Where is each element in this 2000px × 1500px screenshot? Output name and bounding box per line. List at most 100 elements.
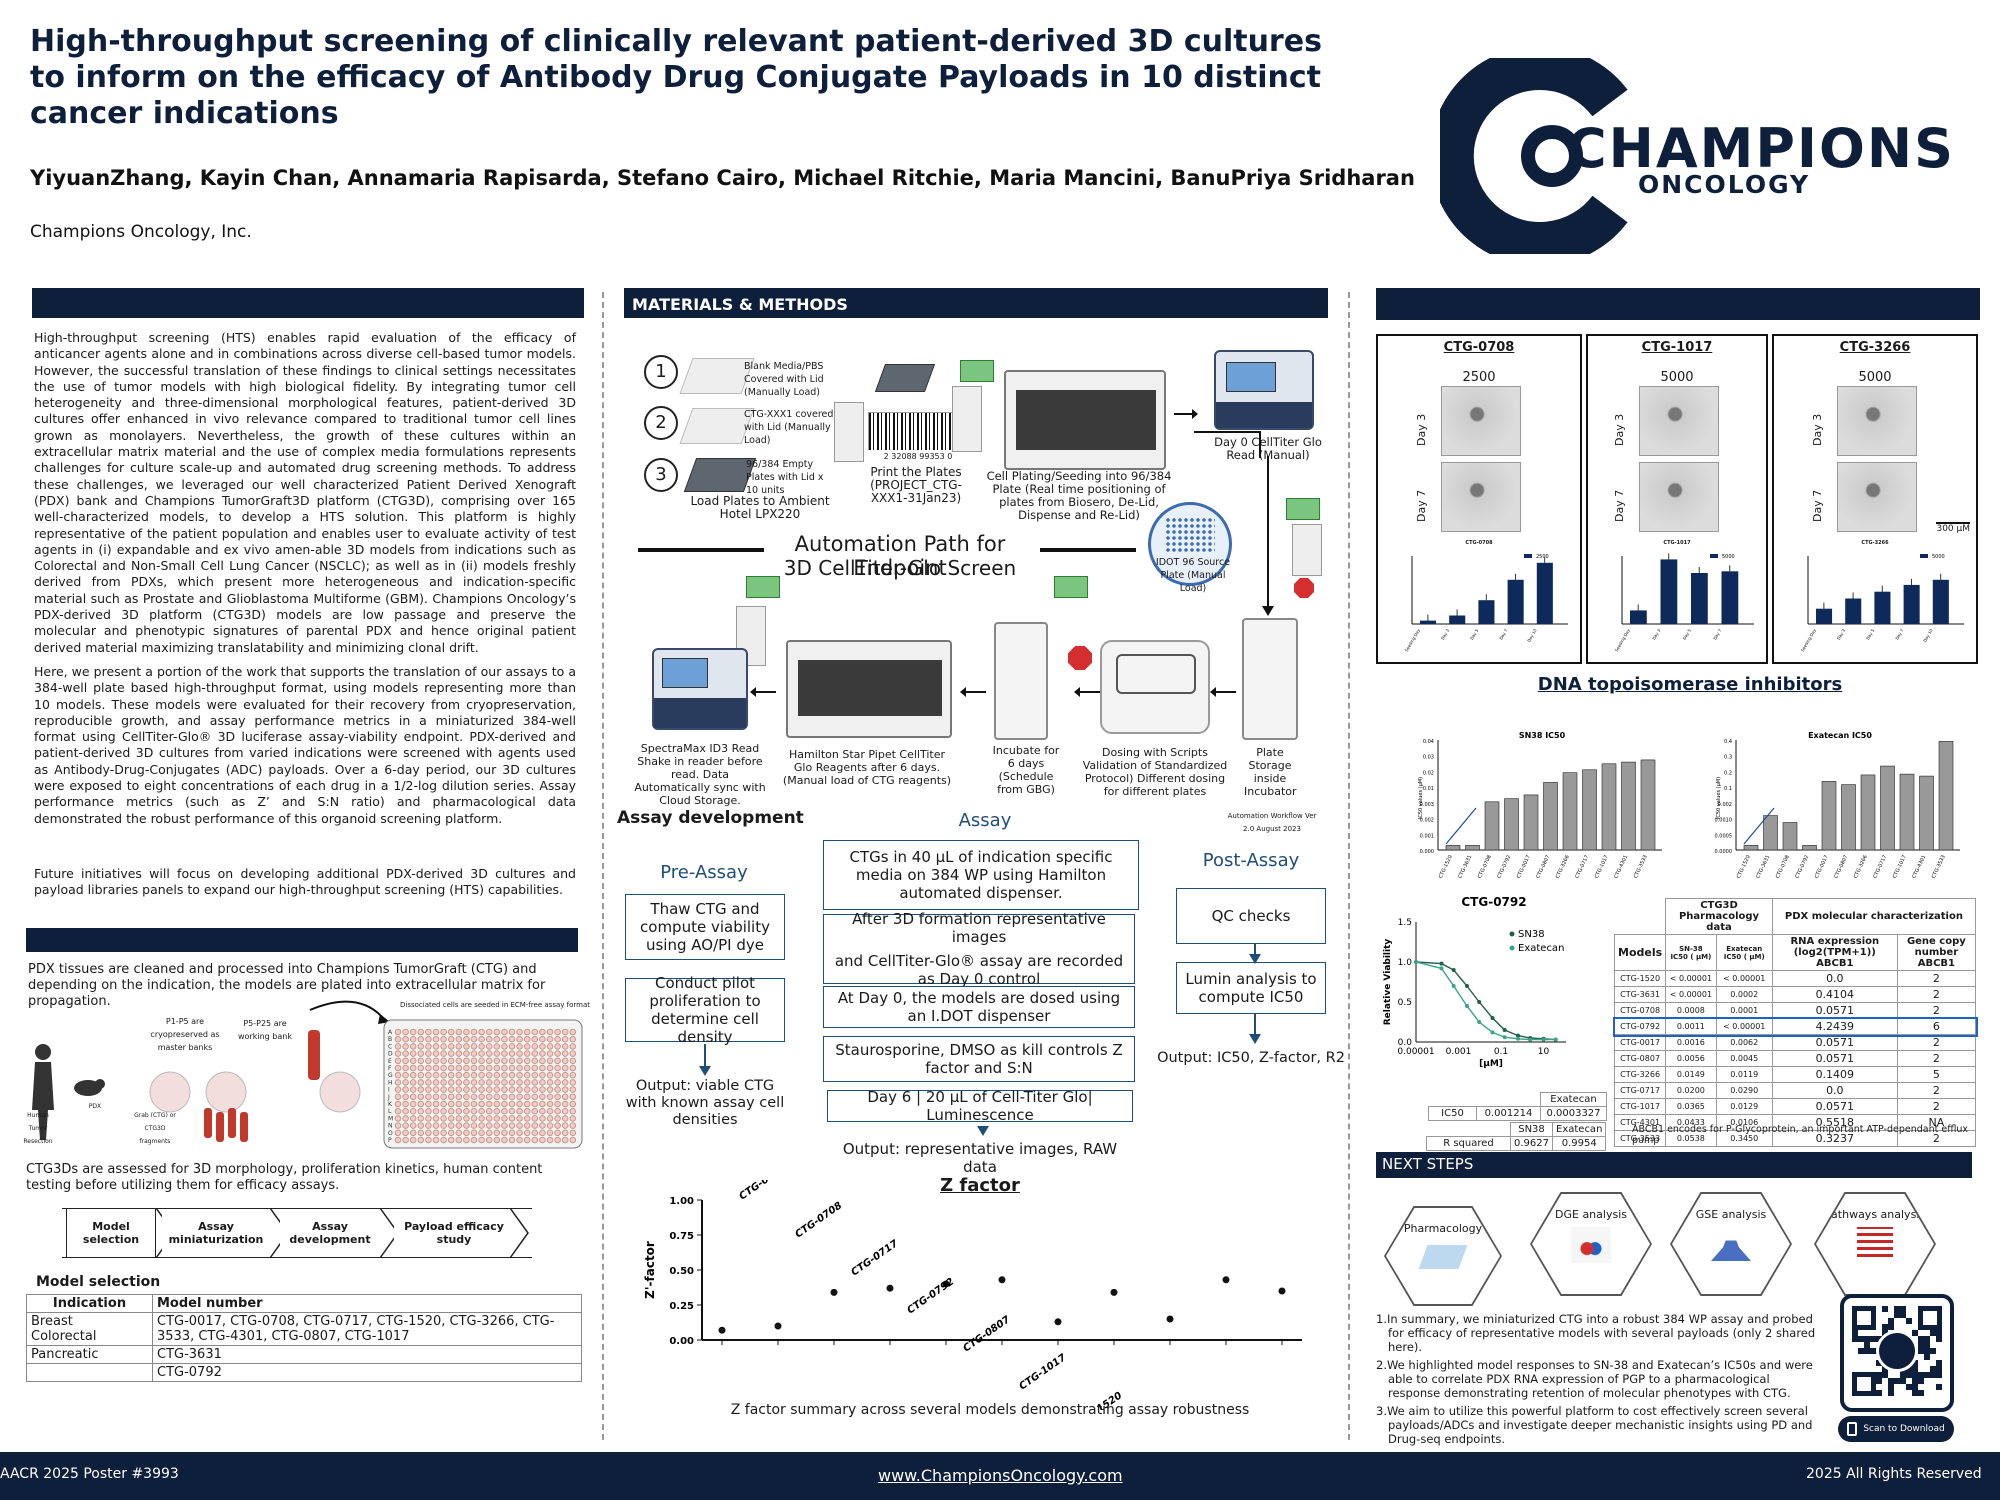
bar <box>1743 845 1759 851</box>
zfactor-caption: Z factor summary across several models d… <box>730 1402 1250 1418</box>
x-tick-label: Seeding Day <box>1614 627 1631 652</box>
barcode-scanner-icon <box>1286 498 1320 520</box>
x-tick-label: CTG-0717 <box>1574 854 1590 879</box>
curve-exatecan <box>1415 961 1556 1041</box>
title-rule <box>1040 548 1136 552</box>
hex-pathways: Pathways analysis <box>1814 1192 1936 1296</box>
plate-well <box>493 1035 501 1043</box>
print-plates-text: Print the Plates (PROJECT_CTG-XXX1-31Jan… <box>870 465 962 505</box>
y-tick-label: 0.003 <box>1420 802 1434 808</box>
intro-paragraph-2: Here, we present a portion of the work t… <box>34 664 576 826</box>
y-tick-label: 0.03 <box>1423 755 1434 761</box>
plate-well <box>417 1079 425 1086</box>
title-rule <box>638 548 764 552</box>
plate-well <box>569 1129 577 1137</box>
plate-well <box>516 1086 523 1093</box>
plate-well <box>470 1107 478 1115</box>
y-tick-label: 0.002 <box>1420 818 1434 824</box>
bar <box>1816 608 1833 624</box>
plate-well <box>425 1100 432 1108</box>
plate-well <box>394 1136 402 1144</box>
footer-website-link[interactable]: www.ChampionsOncology.com <box>878 1466 1123 1485</box>
plate-row-label: P <box>388 1137 392 1144</box>
workflow-version: Automation Workflow Ver 2.0 August 2023 <box>1227 812 1317 833</box>
plate-well <box>569 1115 577 1122</box>
plate-well <box>478 1129 485 1137</box>
plate-well <box>523 1136 531 1144</box>
x-tick-label: 0.1 <box>1494 1047 1508 1057</box>
subplot-title: CTG-3266 <box>1861 540 1889 546</box>
x-tick-label: CTG-1017 <box>1017 1352 1068 1392</box>
plate-well <box>425 1071 432 1079</box>
x-tick-label: CTG-3533 <box>1633 854 1649 879</box>
step-1-marker: 1 <box>644 355 678 389</box>
plate-well <box>569 1064 577 1072</box>
x-tick-label: Seeding Day <box>1404 627 1421 652</box>
panel-title: CTG-1017 <box>1641 340 1713 355</box>
biosero-seeder-illustration <box>1004 370 1166 470</box>
plate-well <box>447 1028 455 1036</box>
plate-well <box>546 1043 554 1050</box>
plate-well <box>485 1057 493 1065</box>
plate-well <box>470 1086 478 1093</box>
qr-code[interactable] <box>1840 1294 1954 1412</box>
x-tick-label: Day 10 <box>1526 628 1538 643</box>
bar <box>1630 610 1647 624</box>
down-arrow-icon <box>1260 456 1280 616</box>
plate-well <box>485 1086 493 1093</box>
zfactor-title: Z factor <box>940 1175 1020 1196</box>
bar <box>1562 772 1578 851</box>
assay-step-3: At Day 0, the models are dosed using an … <box>823 986 1135 1028</box>
plate-well <box>493 1093 501 1101</box>
plate-well <box>425 1136 432 1144</box>
plate-well <box>463 1071 470 1079</box>
automation-title-1: Automation Path for Endpoint <box>794 532 1006 580</box>
plate-well <box>417 1050 425 1057</box>
plate-well <box>501 1136 508 1144</box>
plate-well <box>417 1115 425 1122</box>
plate-well <box>394 1079 402 1086</box>
plate-well <box>561 1100 569 1108</box>
plate-well <box>394 1028 402 1036</box>
plate-well <box>455 1057 463 1065</box>
plate-well <box>493 1043 501 1050</box>
plate-well <box>409 1071 417 1079</box>
plate-well <box>470 1064 478 1072</box>
plate-well <box>554 1100 561 1108</box>
plate-row-label: D <box>388 1051 393 1058</box>
plate-row-label: F <box>388 1065 392 1072</box>
plate-well <box>470 1093 478 1101</box>
pharmacology-table: CTG3D Pharmacology data PDX molecular ch… <box>1612 898 1978 1147</box>
legend-label: SN38 <box>1518 929 1545 940</box>
scan-to-download-button[interactable]: Scan to Download <box>1838 1416 1954 1442</box>
plate-well <box>523 1071 531 1079</box>
plate-well <box>463 1050 470 1057</box>
spectramax-illustration <box>652 648 748 730</box>
bar <box>1899 773 1915 851</box>
connector-line <box>1194 430 1264 460</box>
plate-well <box>447 1115 455 1122</box>
summary-item: 2.We highlighted model responses to SN-3… <box>1376 1358 1813 1400</box>
plate-well <box>569 1107 577 1115</box>
plate-well <box>508 1064 516 1072</box>
plate-well <box>523 1100 531 1108</box>
plate-well <box>417 1093 425 1101</box>
y-tick-label: 0.0000 <box>1715 849 1733 855</box>
stop-sign-icon <box>1294 578 1314 598</box>
step-model-selection: Model selection <box>66 1208 156 1258</box>
plate-well <box>402 1086 409 1093</box>
plate-well <box>546 1050 554 1057</box>
authors: YiyuanZhang, Kayin Chan, Annamaria Rapis… <box>30 166 1415 190</box>
plate-well <box>440 1115 447 1122</box>
plate-well <box>485 1028 493 1036</box>
plate-well <box>402 1100 409 1108</box>
plate-well <box>546 1100 554 1108</box>
y-tick-label: 0.75 <box>669 1231 694 1242</box>
plate-well <box>478 1050 485 1057</box>
plate-well <box>539 1035 546 1043</box>
plate-well <box>447 1050 455 1057</box>
plate-well <box>493 1050 501 1057</box>
plate-well <box>485 1093 493 1101</box>
x-tick-label: Day 3 <box>1836 628 1846 641</box>
